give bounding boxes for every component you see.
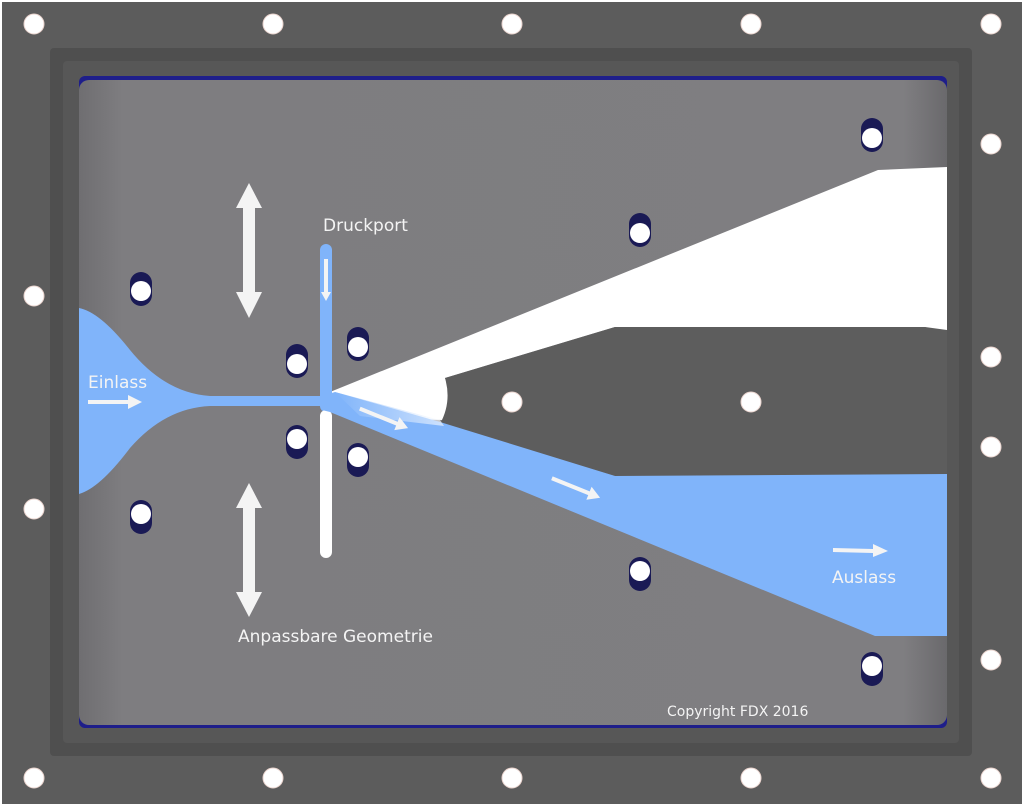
- bolt-hole-icon: [740, 13, 762, 35]
- bolt-hole-icon: [23, 767, 45, 789]
- bolt-hole-icon: [262, 767, 284, 789]
- bolt-hole-icon: [980, 346, 1002, 368]
- bolt-hole-icon: [629, 557, 651, 591]
- bolt-hole-icon: [262, 13, 284, 35]
- inlet-channel: [79, 308, 322, 494]
- right-arrow-icon: [833, 544, 888, 557]
- bolt-hole-icon: [861, 652, 883, 686]
- bolt-hole-icon: [980, 649, 1002, 671]
- copyright-label: Copyright FDX 2016: [667, 704, 809, 720]
- adjustable-geometry-label: Anpassbare Geometrie: [238, 627, 433, 647]
- pressure-port-label: Druckport: [323, 216, 408, 236]
- double-vertical-arrow-icon: [236, 483, 262, 617]
- bolt-hole-icon: [629, 213, 651, 247]
- right-arrow-icon: [359, 406, 409, 431]
- double-vertical-arrow-icon: [236, 183, 262, 318]
- outlet-label: Auslass: [832, 568, 897, 588]
- bolt-hole-icon: [130, 272, 152, 306]
- bolt-hole-icon: [23, 285, 45, 307]
- bolt-hole-icon: [347, 443, 369, 477]
- bolt-hole-icon: [23, 498, 45, 520]
- mixing-zone: [335, 392, 444, 426]
- right-arrow-icon: [551, 476, 601, 500]
- bolt-hole-icon: [501, 767, 523, 789]
- bolt-hole-icon: [980, 13, 1002, 35]
- bolt-hole-icon: [501, 391, 523, 413]
- bolt-hole-icon: [286, 425, 308, 459]
- bolt-hole-icon: [980, 767, 1002, 789]
- bolt-hole-icon: [130, 500, 152, 534]
- bolt-hole-icon: [501, 13, 523, 35]
- bolt-hole-icon: [286, 344, 308, 378]
- bolt-hole-icon: [861, 118, 883, 152]
- inlet-label: Einlass: [88, 373, 148, 393]
- bolt-hole-icon: [347, 327, 369, 361]
- diffuser-upper-channel: [330, 167, 947, 420]
- bolt-hole-icon: [740, 391, 762, 413]
- bolt-hole-icon: [980, 133, 1002, 155]
- bolt-hole-icon: [740, 767, 762, 789]
- bolt-hole-icon: [980, 436, 1002, 458]
- plate-bolt-holes: [130, 118, 883, 686]
- adjustable-insert: [440, 327, 947, 476]
- pressure-port-channel: [320, 244, 332, 412]
- bolt-hole-icon: [23, 13, 45, 35]
- right-arrow-icon: [88, 395, 142, 409]
- frame-bolt-holes: [23, 13, 1002, 789]
- down-arrow-icon: [321, 259, 331, 301]
- adjustable-slot: [320, 410, 332, 558]
- outlet-channel: [322, 392, 947, 636]
